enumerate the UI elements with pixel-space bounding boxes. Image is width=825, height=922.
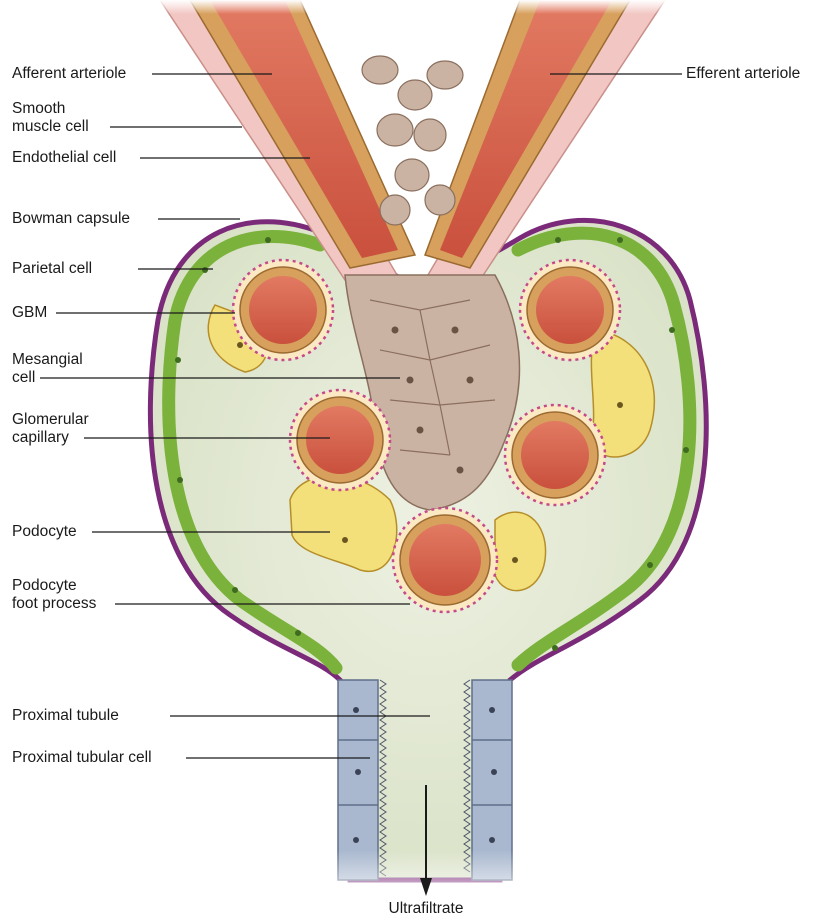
label-smooth-muscle-cell: Smooth muscle cell xyxy=(12,100,89,136)
label-mesangial-cell: Mesangial cell xyxy=(12,351,83,387)
capillary-middle-left xyxy=(290,390,390,490)
label-efferent-arteriole: Efferent arteriole xyxy=(686,65,800,83)
label-proximal-tubular-cell: Proximal tubular cell xyxy=(12,749,152,767)
label-proximal-tubule: Proximal tubule xyxy=(12,707,119,725)
capillary-bottom xyxy=(393,508,497,612)
label-ultrafiltrate: Ultrafiltrate xyxy=(389,900,464,918)
label-endothelial-cell: Endothelial cell xyxy=(12,149,116,167)
label-podocyte: Podocyte xyxy=(12,523,77,541)
label-podocyte-foot-process: Podocyte foot process xyxy=(12,577,96,613)
capillary-middle-right xyxy=(505,405,605,505)
label-afferent-arteriole: Afferent arteriole xyxy=(12,65,126,83)
label-bowman-capsule: Bowman capsule xyxy=(12,210,130,228)
capillary-upper-right xyxy=(520,260,620,360)
label-glomerular-capillary: Glomerular capillary xyxy=(12,411,89,447)
label-parietal-cell: Parietal cell xyxy=(12,260,92,278)
label-gbm: GBM xyxy=(12,304,47,322)
capillary-upper-left xyxy=(233,260,333,360)
